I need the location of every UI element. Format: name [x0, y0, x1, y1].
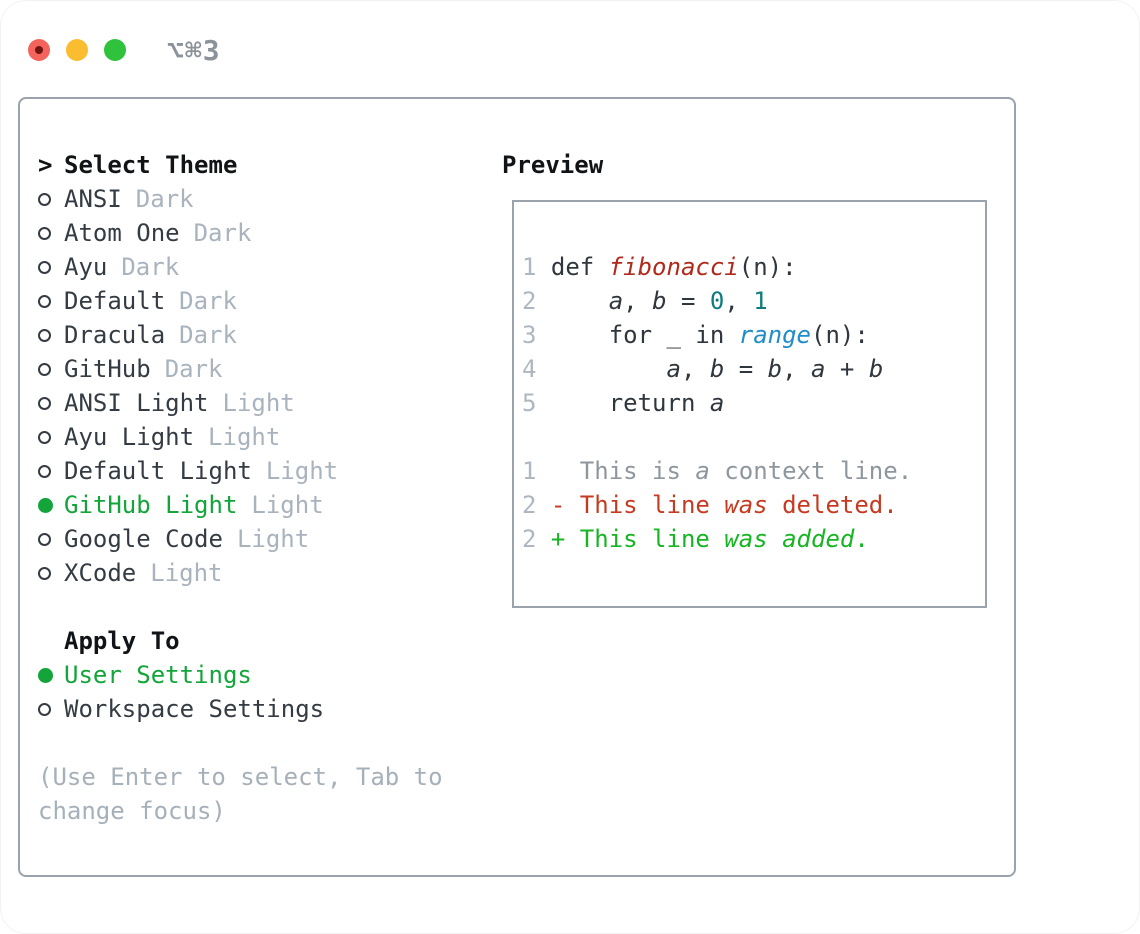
- theme-name: Dracula: [64, 321, 166, 349]
- radio-icon: [38, 294, 51, 308]
- close-dot-icon: [35, 46, 43, 54]
- theme-option-ansi[interactable]: ANSI Dark: [38, 182, 502, 216]
- theme-name: Ayu: [64, 253, 108, 281]
- theme-option-xcode[interactable]: XCode Light: [38, 556, 502, 590]
- line-number: 2: [522, 491, 537, 519]
- context-line: 1 This is a context line.: [522, 457, 913, 485]
- select-theme-label: Select Theme: [64, 151, 238, 179]
- theme-variant-tag: Light: [208, 423, 281, 451]
- minimize-button[interactable]: [66, 39, 88, 61]
- theme-name: ANSI Light: [64, 389, 209, 417]
- select-theme-header: > Select Theme: [38, 148, 502, 182]
- selection-caret: >: [38, 151, 53, 179]
- radio-icon: [38, 260, 51, 274]
- added-line: 2 + This line was added.: [522, 525, 869, 553]
- apply-option-name: Workspace Settings: [64, 695, 325, 723]
- theme-variant-tag: Dark: [179, 287, 237, 315]
- theme-name: Atom One: [64, 219, 180, 247]
- radio-icon: [38, 566, 51, 580]
- theme-name: Default: [64, 287, 166, 315]
- apply-to-header: Apply To: [38, 624, 502, 658]
- radio-selected-icon: [38, 497, 53, 513]
- code-line: 1 def fibonacci(n):: [522, 253, 797, 281]
- theme-name: XCode: [64, 559, 137, 587]
- theme-variant-tag: Light: [251, 491, 324, 519]
- code-line: 3 for _ in range(n):: [522, 321, 869, 349]
- radio-icon: [38, 532, 51, 546]
- theme-name: GitHub Light: [64, 491, 238, 519]
- theme-variant-tag: Dark: [164, 355, 223, 383]
- theme-option-github[interactable]: GitHub Dark: [38, 352, 502, 386]
- theme-option-ayu[interactable]: Ayu Dark: [38, 250, 502, 284]
- theme-variant-tag: Light: [222, 389, 295, 417]
- theme-option-google-code[interactable]: Google Code Light: [38, 522, 502, 556]
- line-number: 1: [522, 253, 537, 281]
- theme-variant-tag: Dark: [193, 219, 252, 247]
- radio-selected-icon: [38, 667, 53, 683]
- deleted-line: 2 - This line was deleted.: [522, 491, 898, 519]
- radio-icon: [38, 464, 51, 478]
- theme-variant-tag: Dark: [121, 253, 180, 281]
- theme-name: Ayu Light: [64, 423, 195, 451]
- preview-title: Preview: [502, 151, 604, 179]
- preview-header-row: Preview: [502, 148, 1014, 182]
- radio-icon: [38, 396, 51, 410]
- theme-name: ANSI: [64, 185, 122, 213]
- radio-icon: [38, 192, 51, 206]
- apply-to-label: Apply To: [64, 627, 180, 655]
- hint-text: (Use Enter to select, Tab to change focu…: [38, 760, 502, 828]
- line-number: 5: [522, 389, 537, 417]
- radio-icon: [38, 328, 51, 342]
- code-line: 5 return a: [522, 389, 725, 417]
- apply-option-name: User Settings: [64, 661, 252, 689]
- titlebar: ⌥⌘3: [0, 0, 1140, 74]
- theme-name: Google Code: [64, 525, 223, 553]
- apply-option-user-settings[interactable]: User Settings: [38, 658, 502, 692]
- preview-column: Preview 1 def fibonacci(n): 2 a, b = 0, 1…: [502, 148, 1014, 875]
- code-preview: 1 def fibonacci(n): 2 a, b = 0, 1 3 for _ …: [522, 250, 985, 556]
- apply-option-workspace-settings[interactable]: Workspace Settings: [38, 692, 502, 726]
- theme-option-ansi-light[interactable]: ANSI Light Light: [38, 386, 502, 420]
- hint-line-1: (Use Enter to select, Tab to: [38, 763, 443, 791]
- line-number: 3: [522, 321, 537, 349]
- theme-name: Default Light: [64, 457, 252, 485]
- window-title: ⌥⌘3: [167, 33, 221, 67]
- radio-icon: [38, 430, 51, 444]
- theme-variant-tag: Light: [150, 559, 223, 587]
- theme-option-dracula[interactable]: Dracula Dark: [38, 318, 502, 352]
- theme-option-default[interactable]: Default Dark: [38, 284, 502, 318]
- line-number: 2: [522, 525, 537, 553]
- radio-icon: [38, 226, 51, 240]
- theme-option-ayu-light[interactable]: Ayu Light Light: [38, 420, 502, 454]
- theme-option-atom-one[interactable]: Atom One Dark: [38, 216, 502, 250]
- theme-option-github-light[interactable]: GitHub Light Light: [38, 488, 502, 522]
- blank-line: [522, 420, 985, 454]
- theme-variant-tag: Light: [236, 525, 310, 553]
- line-number: 2: [522, 287, 537, 315]
- code-line: 4 a, b = b, a + b: [522, 355, 884, 383]
- theme-variant-tag: Light: [265, 457, 339, 485]
- theme-variant-tag: Dark: [135, 185, 194, 213]
- theme-variant-tag: Dark: [179, 321, 237, 349]
- preview-box: 1 def fibonacci(n): 2 a, b = 0, 1 3 for _ …: [512, 200, 987, 608]
- maximize-button[interactable]: [104, 39, 126, 61]
- code-line: 2 a, b = 0, 1: [522, 287, 768, 315]
- theme-name: GitHub: [64, 355, 151, 383]
- close-button[interactable]: [28, 39, 50, 61]
- hint-line-2: change focus): [38, 797, 226, 825]
- line-number: 4: [522, 355, 537, 383]
- spacer: [38, 590, 502, 624]
- radio-icon: [38, 702, 51, 716]
- spacer: [38, 726, 502, 760]
- theme-option-default-light[interactable]: Default Light Light: [38, 454, 502, 488]
- radio-icon: [38, 362, 51, 376]
- line-number: 1: [522, 457, 537, 485]
